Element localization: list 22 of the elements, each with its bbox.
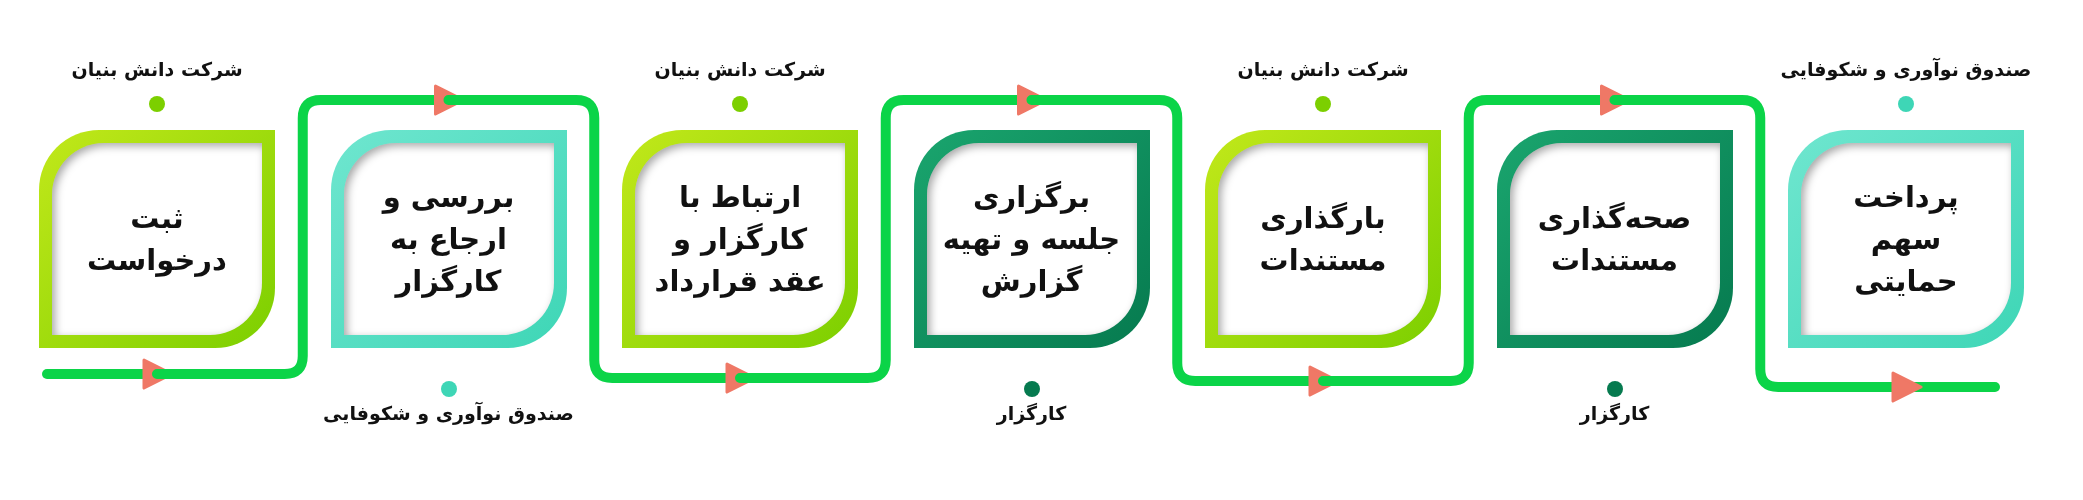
flow-arrow [1609,95,1923,403]
step-box [39,130,275,348]
step-box [622,130,858,348]
step-box [913,130,1150,348]
step-label: بررسی و ارجاع به کارگزار [343,143,554,335]
step-label: صحه‌گذاری مستندات [1509,143,1720,335]
role-label: صندوق نوآوری و شکوفایی [1780,58,2032,80]
step-box [1496,130,1733,348]
step-label: ثبت درخواست [52,143,262,335]
role-label: شرکت دانش بنیان [1237,58,1409,80]
step-label: پرداخت سهم حمایتی [1801,143,2011,335]
step-box [1205,130,1441,348]
role-label: شرکت دانش بنیان [71,58,243,80]
step-box [1788,130,2024,348]
step-label: ارتباط با کارگزار و عقد قرارداد [635,143,845,335]
role-label: صندوق نوآوری و شکوفایی [323,402,574,424]
role-label: کارگزار [996,402,1067,424]
role-label: شرکت دانش بنیان [654,58,826,80]
role-label: کارگزار [1579,402,1650,424]
step-label: بارگذاری مستندات [1218,143,1428,335]
step-label: برگزاری جلسه و تهیه گزارش [926,143,1137,335]
step-box [330,130,567,348]
